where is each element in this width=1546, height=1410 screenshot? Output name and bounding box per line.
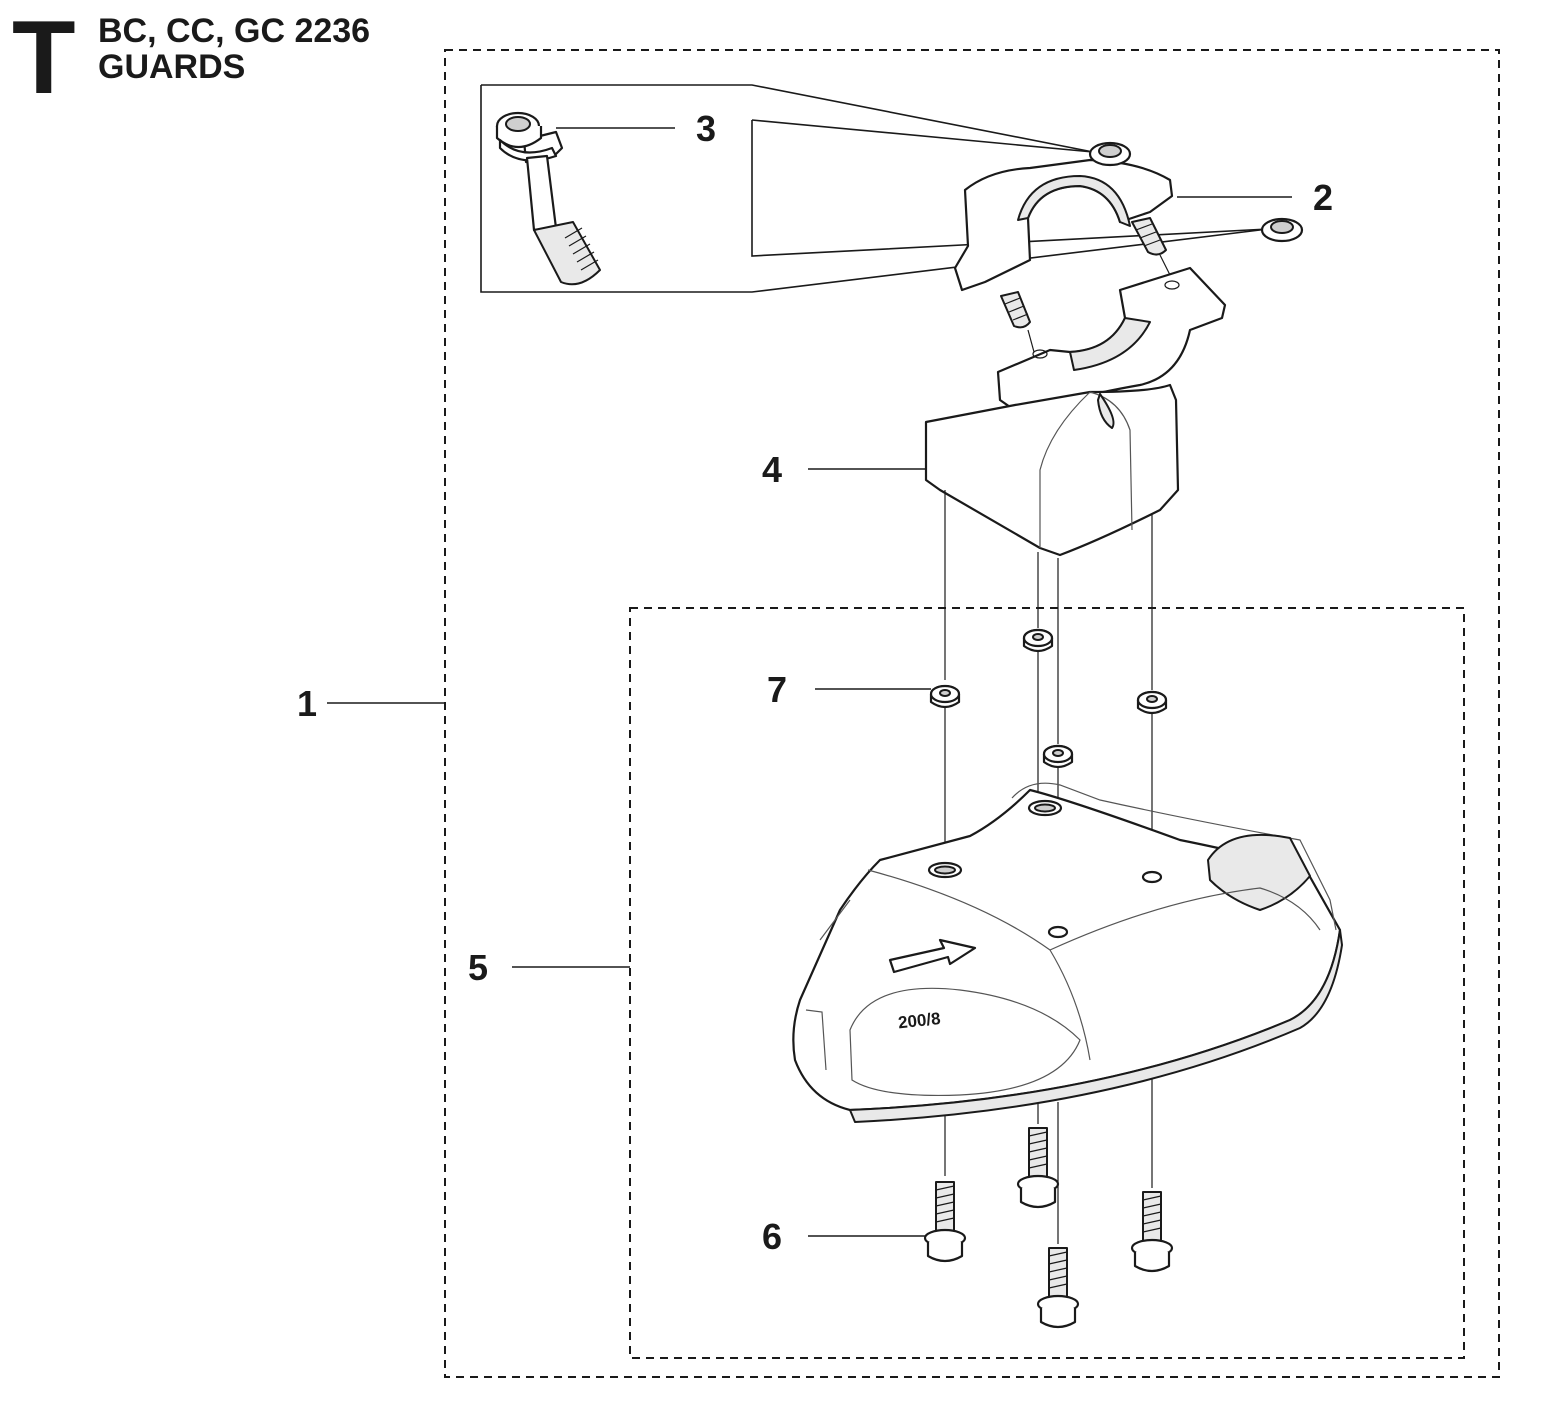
washers-part-7 xyxy=(929,628,1168,769)
assembly-lines xyxy=(944,490,1153,1244)
rotation-arrow-icon xyxy=(888,938,977,974)
screws-part-6 xyxy=(923,1127,1174,1329)
guard-marking: 200/8 xyxy=(897,1009,941,1032)
guard-adapter-part-4 xyxy=(924,383,1180,557)
trimmer-guard-part-5: 200/8 xyxy=(792,782,1343,1123)
assembly-5-boundary xyxy=(629,607,1465,1359)
section-title: GUARDS xyxy=(98,48,246,86)
leader-lines xyxy=(327,127,1292,1237)
bolt-3-enlarged xyxy=(495,111,601,286)
clamp-upper-part-2 xyxy=(953,141,1304,353)
callout-2: 2 xyxy=(1313,177,1333,218)
callout-7: 7 xyxy=(767,669,787,710)
bolt-detail-inset xyxy=(480,84,1269,293)
callout-3: 3 xyxy=(696,108,716,149)
callout-5: 5 xyxy=(468,947,488,988)
callout-6: 6 xyxy=(762,1216,782,1257)
callout-4: 4 xyxy=(762,449,782,490)
callout-1: 1 xyxy=(297,683,317,724)
section-letter: T xyxy=(12,0,76,116)
models-title: BC, CC, GC 2236 xyxy=(98,12,371,50)
